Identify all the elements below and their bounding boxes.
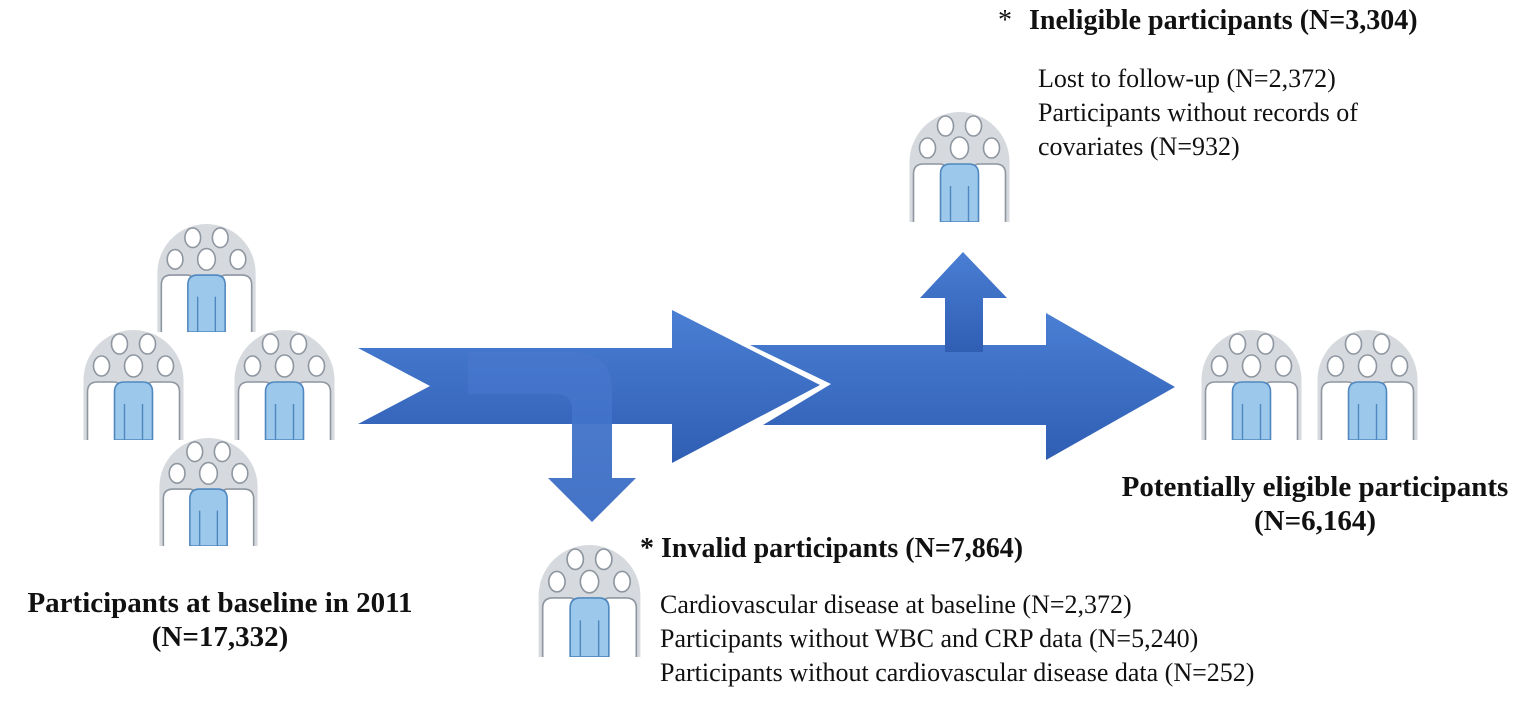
people-group-icon: [156, 224, 257, 332]
eligible-label: Potentially eligible participants (N=6,1…: [1095, 470, 1535, 538]
ineligible-header: * Ineligible participants (N=3,304): [998, 4, 1418, 38]
invalid-items: Cardiovascular disease at baseline (N=2,…: [660, 588, 1254, 690]
invalid-title: * Invalid participants (N=7,864): [640, 533, 1024, 564]
ineligible-title: Ineligible participants (N=3,304): [1029, 5, 1418, 36]
people-group-icon: [233, 330, 336, 440]
eligible-title: Potentially eligible participants: [1121, 471, 1509, 503]
baseline-count: (N=17,332): [151, 621, 289, 653]
people-group-icon: [82, 330, 185, 440]
people-group-icon: [538, 545, 641, 657]
list-item: Lost to follow-up (N=2,372): [1038, 64, 1336, 93]
baseline-title: Participants at baseline in 2011: [27, 587, 413, 619]
asterisk-mark: *: [998, 5, 1012, 36]
people-group-icon: [908, 112, 1011, 222]
ineligible-block: * Ineligible participants (N=3,304) Lost…: [998, 4, 1418, 164]
list-item: Participants without records of: [1038, 98, 1358, 127]
ineligible-items: Lost to follow-up (N=2,372) Participants…: [1038, 62, 1418, 164]
eligible-count: (N=6,164): [1253, 505, 1377, 537]
people-group-icon: [1200, 330, 1303, 440]
baseline-label: Participants at baseline in 2011 (N=17,3…: [0, 586, 440, 654]
main-arrow-2: [750, 313, 1175, 460]
list-item: Participants without cardiovascular dise…: [660, 658, 1255, 687]
invalid-block: * Invalid participants (N=7,864) Cardiov…: [640, 532, 1254, 690]
list-item: Cardiovascular disease at baseline (N=2,…: [660, 590, 1132, 619]
list-item: Participants without WBC and CRP data (N…: [660, 624, 1199, 653]
down-branch-arrow: [468, 352, 636, 522]
people-group-icon: [1316, 330, 1419, 440]
list-item: covariates (N=932): [1038, 132, 1240, 161]
up-branch-arrow: [920, 252, 1007, 352]
people-group-icon: [158, 438, 259, 546]
